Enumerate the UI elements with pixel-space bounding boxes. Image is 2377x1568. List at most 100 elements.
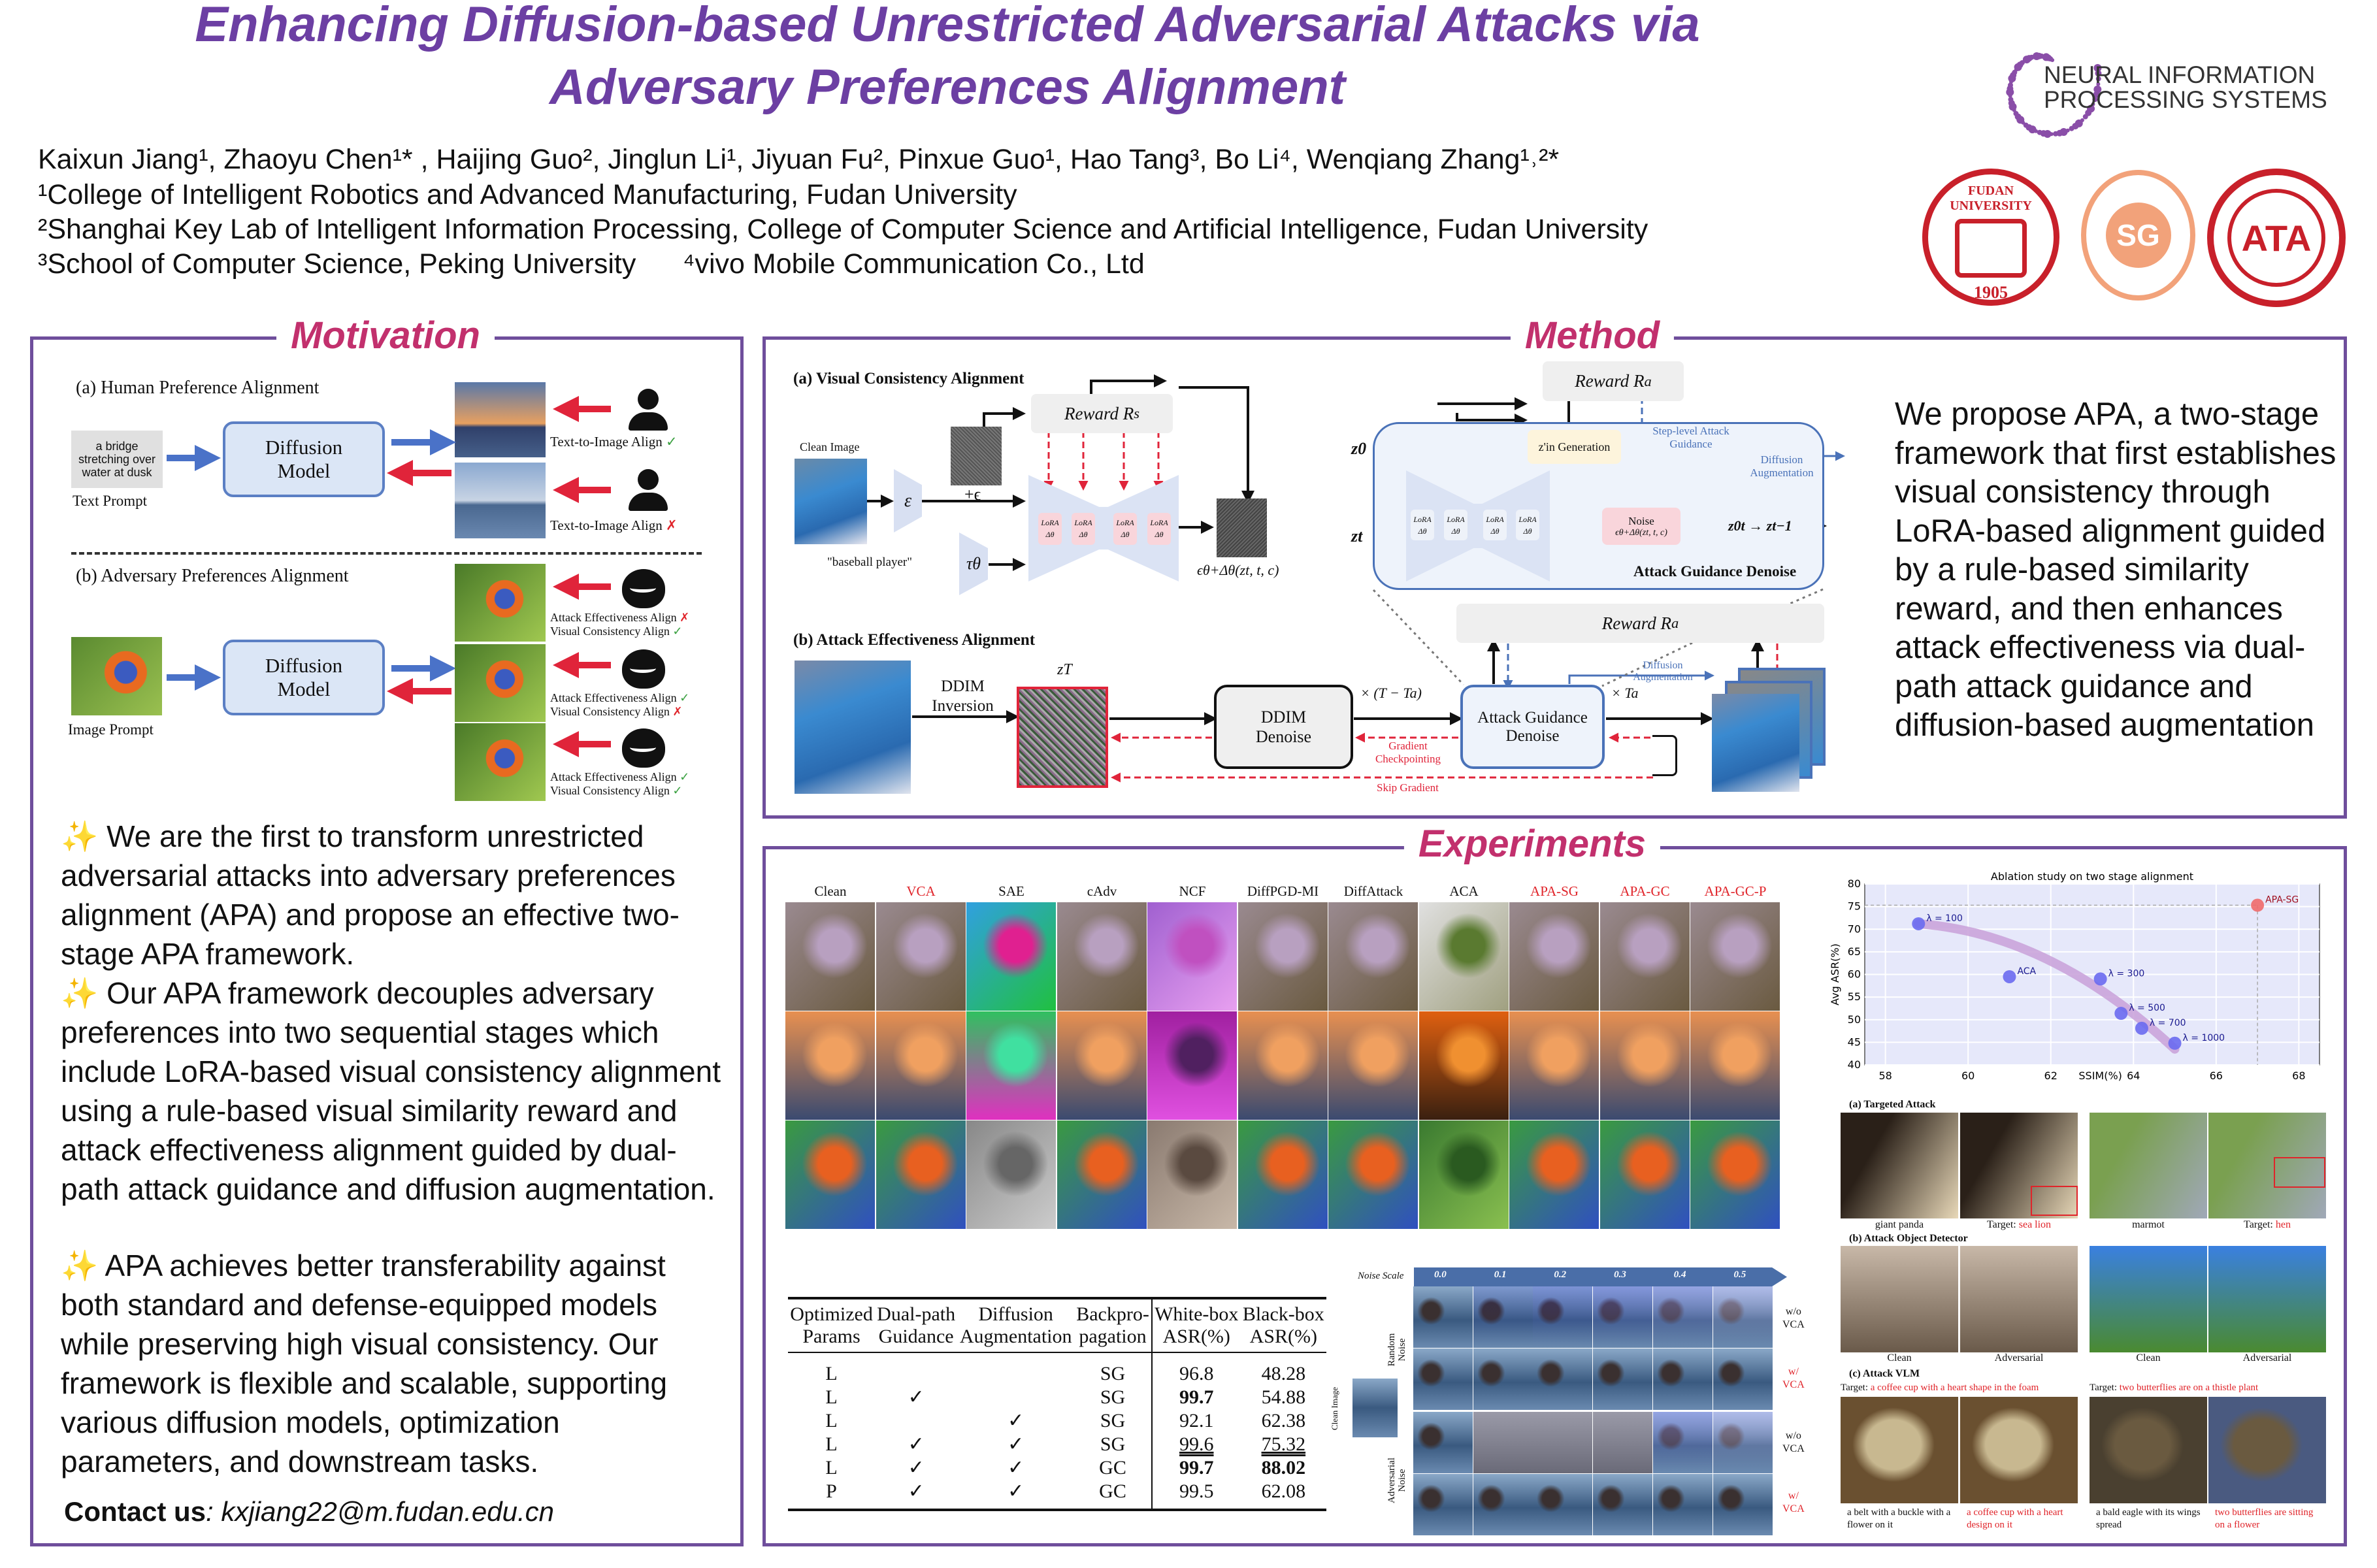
target-region-box xyxy=(2274,1157,2325,1188)
person-icon-2 xyxy=(629,469,668,512)
noise-grid-image xyxy=(1713,1286,1773,1348)
diffusion-aug-label-top: Diffusion Augmentation xyxy=(1750,453,1814,479)
alignment-labels: Attack Effectiveness Align ✗Visual Consi… xyxy=(550,611,690,638)
comparison-image xyxy=(1238,1120,1328,1229)
vlm-target: Target: a coffee cup with a heart shape … xyxy=(1841,1382,2039,1393)
vca-row-label: w/VCA xyxy=(1782,1366,1805,1390)
noise-grid-image xyxy=(1533,1412,1593,1473)
comparison-image xyxy=(1690,902,1780,1011)
y-tick-label: 55 xyxy=(1848,990,1861,1003)
noise-grid-image xyxy=(1533,1286,1593,1348)
targeted-caption: marmot xyxy=(2132,1219,2165,1230)
x-tick-label: 58 xyxy=(1878,1070,1892,1082)
comparison-image xyxy=(1509,902,1599,1011)
table-cell-aug xyxy=(957,1352,1074,1386)
zt-label: zt xyxy=(1351,527,1363,546)
noise-scale-value: 0.4 xyxy=(1673,1269,1686,1280)
targeted-attack-image xyxy=(1960,1113,2078,1218)
noise-grid-image xyxy=(1473,1473,1533,1535)
noise-grid-image xyxy=(1413,1412,1473,1473)
chart-title: Ablation study on two stage alignment xyxy=(1991,870,2193,883)
detector-image xyxy=(2090,1246,2207,1352)
y-tick-label: 60 xyxy=(1848,968,1861,981)
sparkle-icon: ✨ xyxy=(61,819,99,853)
neurips-logo: NEURAL INFORMATION PROCESSING SYSTEMS xyxy=(1967,13,2333,157)
text-prompt-label: Text Prompt xyxy=(73,493,148,509)
fudan-seal-text: FUDAN UNIVERSITY xyxy=(1950,184,2032,213)
vlm-caption: two butterflies are sitting on a flower xyxy=(2215,1507,2314,1530)
y-axis-label: Avg ASR(%) xyxy=(1829,943,1841,1005)
y-tick-label: 70 xyxy=(1848,923,1861,935)
table-cell-aug xyxy=(957,1386,1074,1409)
agd-box: Attack Guidance Denoise xyxy=(1460,685,1605,769)
noise-grid-image xyxy=(1533,1348,1593,1410)
comparison-image xyxy=(1418,1120,1509,1229)
contact-email[interactable]: : kxjiang22@m.fudan.edu.cn xyxy=(206,1496,554,1527)
table-cell-bp: SG xyxy=(1100,1363,1126,1384)
dot xyxy=(2043,129,2052,138)
motivation-title: Motivation xyxy=(276,314,495,357)
sg-logo-text: SG xyxy=(2105,203,2171,268)
trend-curve xyxy=(1914,919,2180,1054)
comparison-image xyxy=(1328,1120,1418,1229)
comparison-image xyxy=(785,902,875,1011)
targeted-attack-label: (a) Targeted Attack xyxy=(1849,1099,1936,1110)
noise-grid-image xyxy=(1593,1412,1653,1473)
devil-icon xyxy=(622,649,665,689)
table-cell-bp: GC xyxy=(1099,1457,1126,1478)
table-cell-black: 62.38 xyxy=(1261,1410,1306,1431)
neurips-text-1: NEURAL INFORMATION xyxy=(2044,61,2316,88)
detector-caption: Clean xyxy=(1887,1352,1912,1364)
detector-image xyxy=(1841,1246,1958,1352)
sg-lab-logo: SG xyxy=(2081,170,2195,301)
lora-block: LoRA Δθ xyxy=(1038,513,1062,545)
affiliation-3: ³School of Computer Science, Peking Univ… xyxy=(38,248,636,280)
neurips-text-2: PROCESSING SYSTEMS xyxy=(2044,86,2327,113)
dot xyxy=(2093,85,2102,93)
dot xyxy=(2008,93,2012,98)
lora-block: LoRA Δθ xyxy=(1147,513,1171,545)
point-label: λ = 100 xyxy=(1926,913,1963,924)
dot xyxy=(2034,129,2039,133)
table-cell-params: L xyxy=(825,1457,838,1478)
comparison-image xyxy=(1690,1011,1780,1120)
plus-eps-label: +ϵ xyxy=(964,485,981,504)
zT-noise-image xyxy=(1017,687,1108,788)
z0-label: z0 xyxy=(1351,439,1367,458)
noise-image xyxy=(951,427,1002,485)
noise-grid-image xyxy=(1413,1473,1473,1535)
comparison-image xyxy=(1328,902,1418,1011)
noise-grid-image xyxy=(1593,1348,1653,1410)
skip-grad-label: Skip Gradient xyxy=(1377,781,1439,794)
noise-grid-image xyxy=(1413,1348,1473,1410)
clean-baseball-image xyxy=(795,459,867,544)
times-Ta-label: × Ta xyxy=(1611,685,1639,701)
x-tick-label: 62 xyxy=(2044,1070,2057,1082)
comparison-image xyxy=(785,1011,875,1120)
method-header-apa-gc-p: APA-GC-P xyxy=(1704,883,1767,899)
adversarial-parrot-image xyxy=(455,723,546,801)
table-cell-white: 99.6 xyxy=(1151,1433,1241,1456)
dot xyxy=(2065,128,2070,133)
dot xyxy=(2080,118,2084,123)
dot xyxy=(2087,105,2095,113)
poster-title-line2: Adversary Preferences Alignment xyxy=(549,59,1345,115)
adversarial-parrot-image xyxy=(455,564,546,642)
noise-grid-image xyxy=(1473,1286,1533,1348)
comparison-image xyxy=(1057,1011,1147,1120)
dot xyxy=(2091,102,2095,106)
table-cell-dual xyxy=(875,1352,957,1386)
comparison-image xyxy=(1690,1120,1780,1229)
motivation-arrows xyxy=(167,396,611,757)
diffusion-model-box-a: Diffusion Model xyxy=(223,421,385,497)
comparison-image xyxy=(785,1120,875,1229)
comparison-image xyxy=(1599,1011,1690,1120)
y-tick-label: 40 xyxy=(1848,1058,1861,1071)
random-noise-label: Random Noise xyxy=(1386,1333,1407,1367)
comparison-image xyxy=(876,1120,966,1229)
